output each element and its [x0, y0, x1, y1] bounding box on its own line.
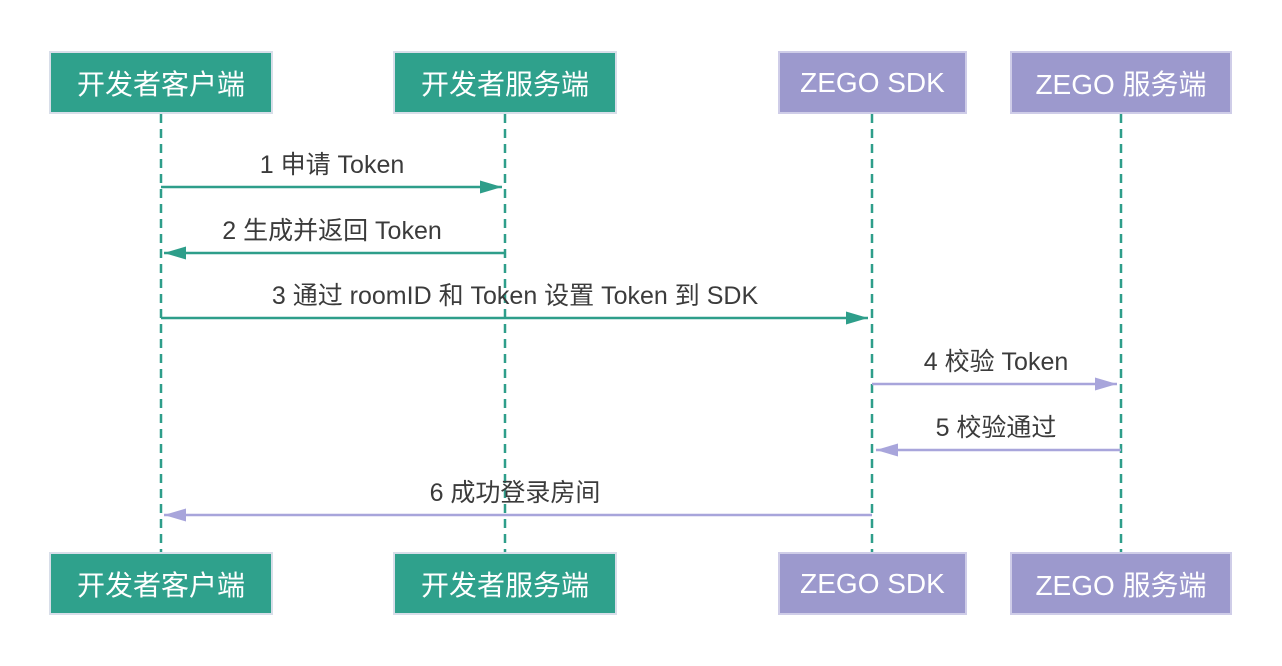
participant-dev-server-top: 开发者服务端 [393, 51, 617, 114]
message-label-5: 5 校验通过 [935, 414, 1057, 442]
participant-zego-server-bottom: ZEGO 服务端 [1010, 552, 1232, 615]
participant-dev-server-bottom: 开发者服务端 [393, 552, 617, 615]
participant-zego-sdk-top: ZEGO SDK [778, 51, 967, 114]
participant-dev-client-top: 开发者客户端 [49, 51, 273, 114]
participant-zego-sdk-bottom: ZEGO SDK [778, 552, 967, 615]
message-label-2: 2 生成并返回 Token [222, 217, 442, 245]
participant-zego-server-top: ZEGO 服务端 [1010, 51, 1232, 114]
message-label-4: 4 校验 Token [923, 348, 1069, 376]
message-label-6: 6 成功登录房间 [429, 479, 601, 507]
message-label-1: 1 申请 Token [259, 151, 405, 179]
participant-dev-client-bottom: 开发者客户端 [49, 552, 273, 615]
message-label-3: 3 通过 roomID 和 Token 设置 Token 到 SDK [271, 282, 759, 310]
